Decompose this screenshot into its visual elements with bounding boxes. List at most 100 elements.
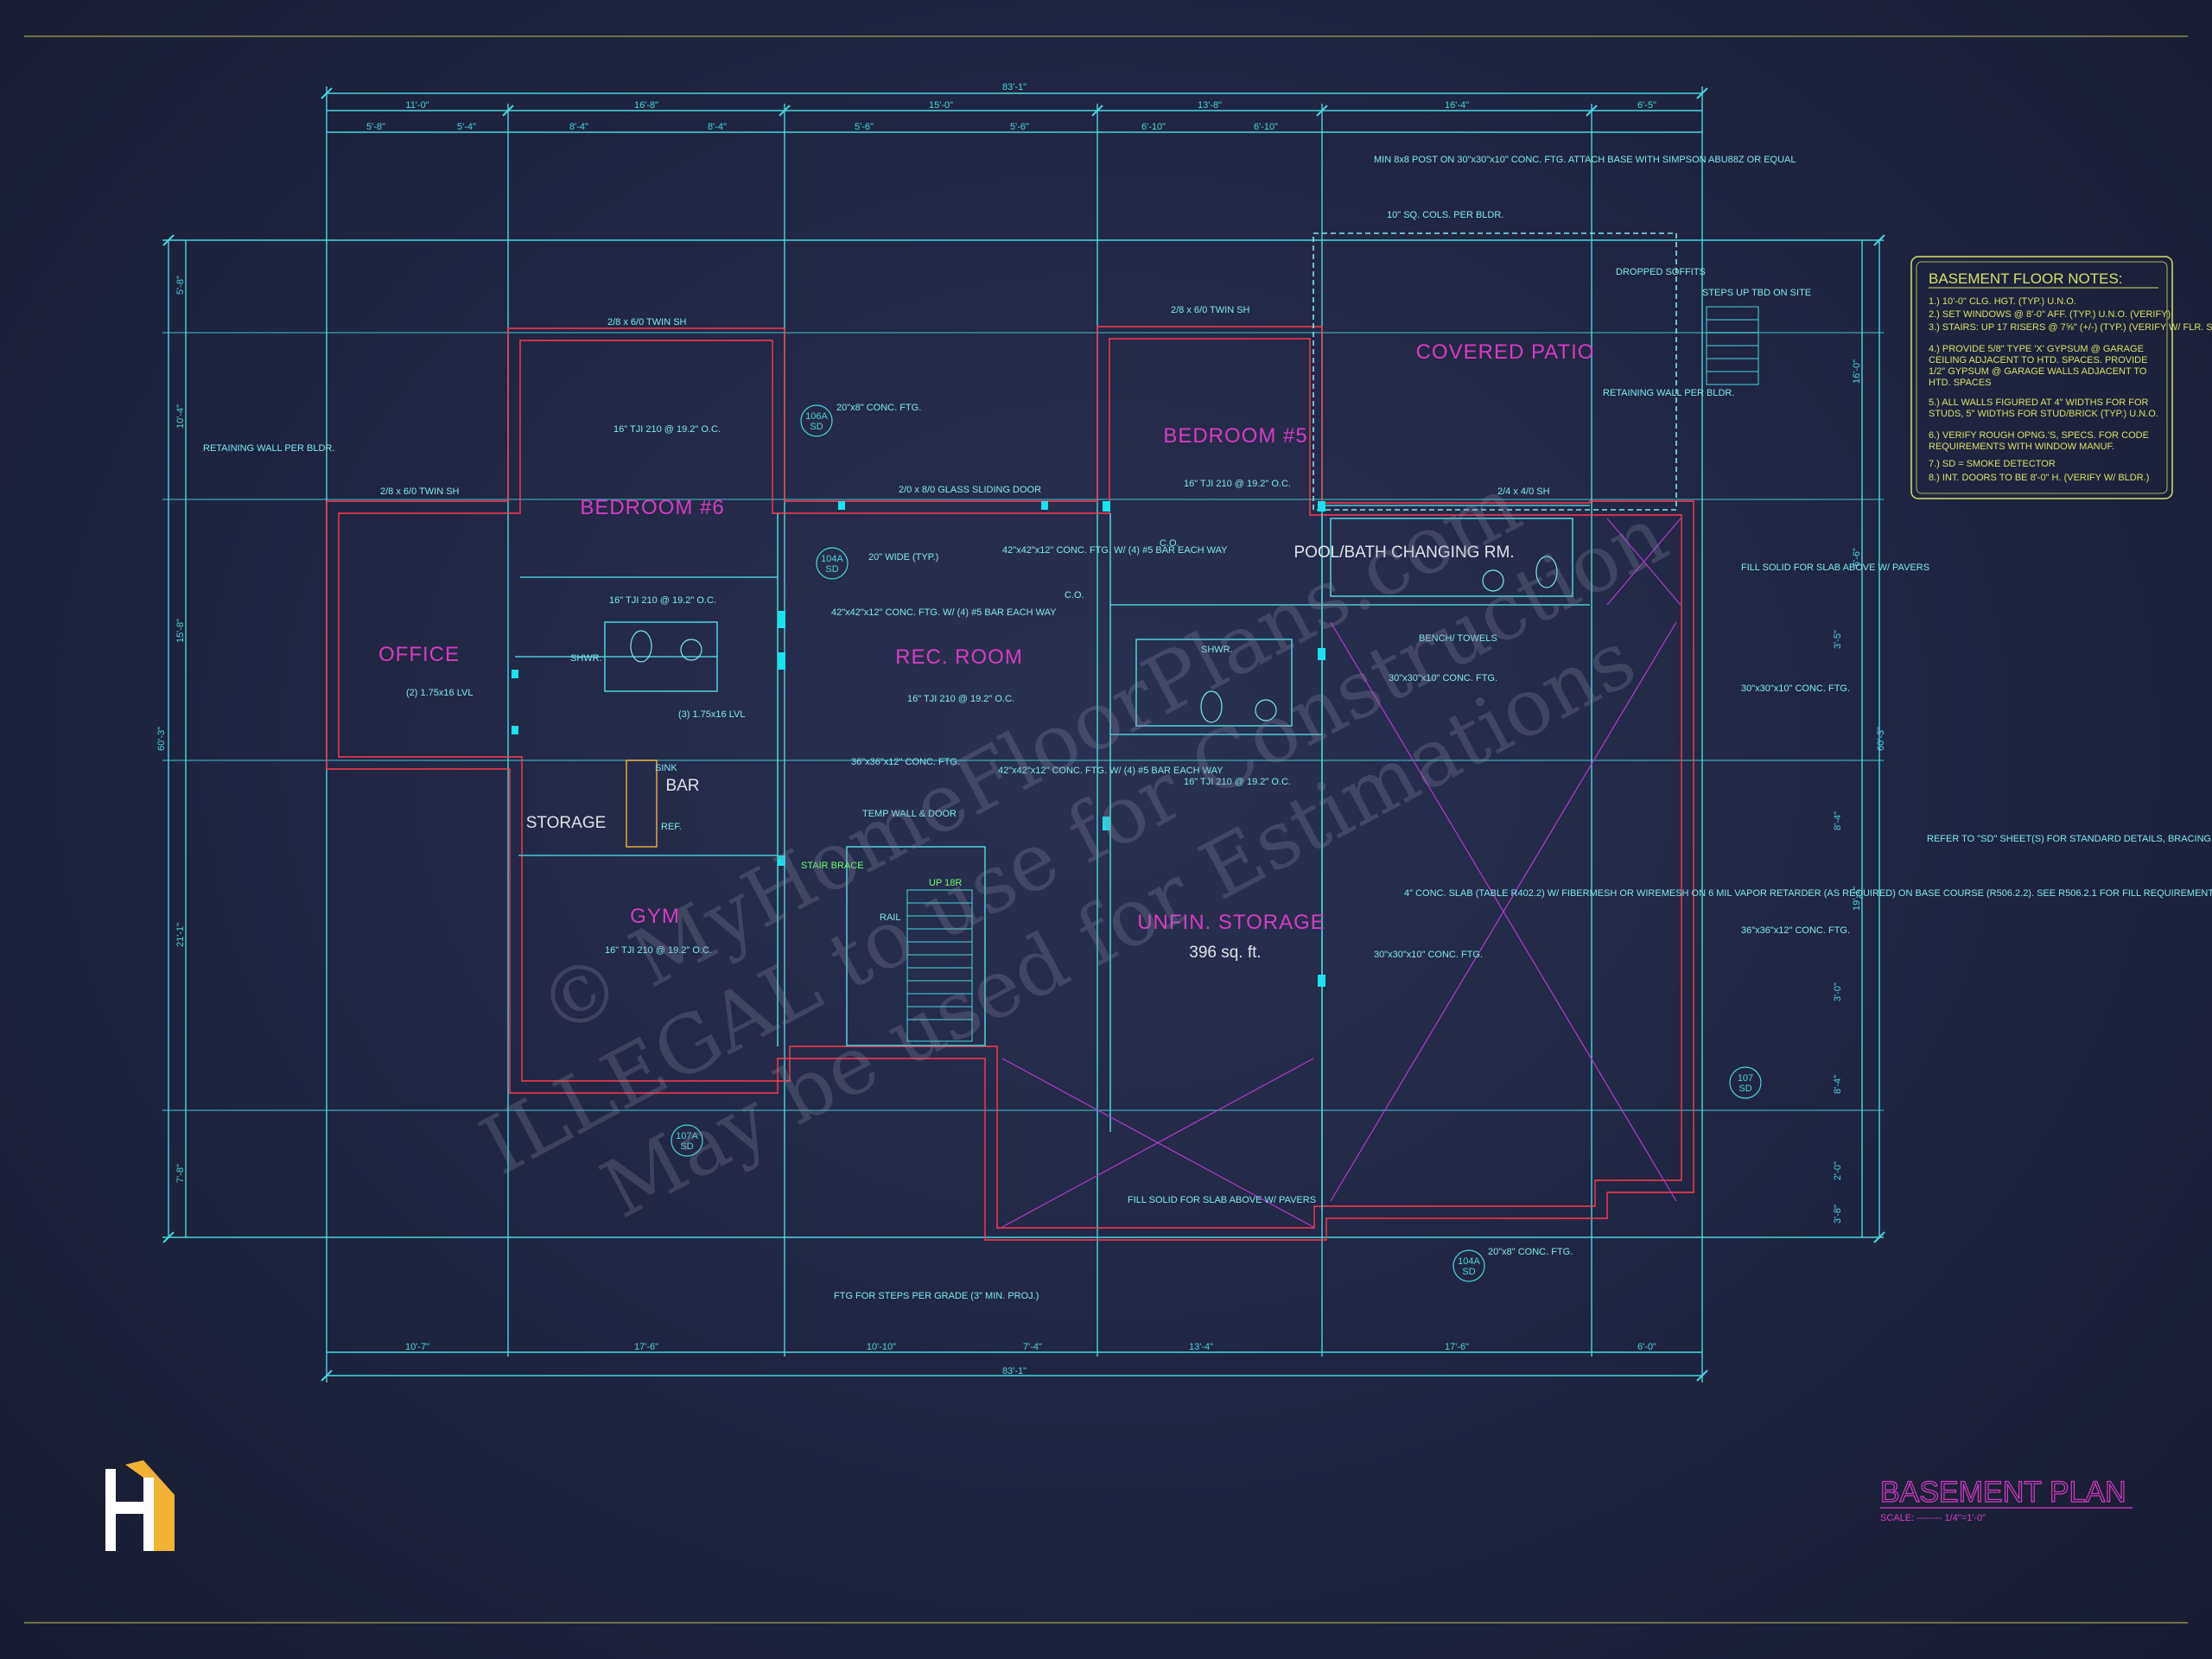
right-dim: 8'-4" bbox=[1833, 811, 1843, 830]
top-dim-2: 8'-4" bbox=[708, 122, 727, 132]
room-gym: GYM bbox=[630, 905, 680, 928]
fill-bottom-note: FILL SOLID FOR SLAB ABOVE W/ PAVERS bbox=[1128, 1195, 1316, 1205]
top-dim-2: 6'-10" bbox=[1254, 122, 1278, 132]
top-dim-2: 8'-4" bbox=[569, 122, 588, 132]
note-item-6-wrap: 6.) VERIFY ROUGH OPNG.'S, SPECS. FOR COD… bbox=[1929, 430, 2149, 452]
detail-tag: 104A bbox=[1458, 1256, 1480, 1267]
footing-label: 30"x30"x10" CONC. FTG. bbox=[1374, 950, 1483, 960]
footing-label: 20"x8" CONC. FTG. bbox=[1488, 1247, 1573, 1257]
window-label: 2/8 x 6/0 TWIN SH bbox=[380, 486, 460, 497]
note-item: 8.) INT. DOORS TO BE 8'-0" H. (VERIFY W/… bbox=[1929, 473, 2149, 483]
top-dim-2: 5'-4" bbox=[457, 122, 476, 132]
top-dim: 16'-8" bbox=[634, 100, 658, 111]
window-label: 2/8 x 6/0 TWIN SH bbox=[1171, 305, 1250, 315]
rail-label: RAIL bbox=[880, 912, 900, 923]
room-covered-patio: COVERED PATIO bbox=[1416, 340, 1595, 364]
cleanout-label: C.O. bbox=[1160, 538, 1179, 549]
bottom-dim: 17'-6" bbox=[1445, 1342, 1469, 1352]
right-dim: 3'-5" bbox=[1833, 630, 1843, 649]
shower-label: SHWR. bbox=[570, 653, 602, 664]
top-dim-2: 6'-10" bbox=[1141, 122, 1166, 132]
house-logo-icon bbox=[105, 1460, 175, 1551]
bottom-dim: 6'-0" bbox=[1637, 1342, 1656, 1352]
stair-brace-label: STAIR BRACE bbox=[801, 861, 864, 871]
beam-label: (3) 1.75x16 LVL bbox=[678, 709, 745, 720]
soffits-note: DROPPED SOFFITS bbox=[1616, 267, 1706, 277]
stair-treads bbox=[906, 306, 1759, 1042]
detail-tag-sheet: SD bbox=[810, 422, 823, 432]
joist-label: 16" TJI 210 @ 19.2" O.C. bbox=[907, 694, 1014, 704]
notes-list: 1.) 10'-0" CLG. HGT. (TYP.) U.N.O. 2.) S… bbox=[1929, 296, 2212, 483]
dimension-ticks bbox=[162, 87, 1885, 1382]
temp-wall-label: TEMP WALL & DOOR bbox=[862, 809, 957, 819]
bench-label: BENCH/ TOWELS bbox=[1419, 633, 1497, 644]
left-dim: 10'-4" bbox=[175, 404, 186, 429]
slab-note: 4" CONC. SLAB (TABLE R402.2) W/ FIBERMES… bbox=[1404, 888, 2212, 899]
right-dimension-labels: 60'-3" 16'-0" 6'-6" 3'-5" 8'-4" 19'-1" 3… bbox=[1833, 359, 1886, 1224]
column-markers bbox=[512, 501, 1325, 987]
footing-label: 36"x36"x12" CONC. FTG. bbox=[851, 757, 960, 767]
right-dim: 16'-0" bbox=[1852, 359, 1862, 384]
top-dim: 6'-5" bbox=[1637, 100, 1656, 111]
wide-label: 20" WIDE (TYP.) bbox=[868, 552, 938, 563]
notes-title: BASEMENT FLOOR NOTES: bbox=[1929, 270, 2123, 287]
room-unfinished-storage: UNFIN. STORAGE bbox=[1137, 911, 1325, 934]
sheet-scale: SCALE: -------- 1/4"=1'-0" bbox=[1880, 1513, 1986, 1523]
bottom-dim: 17'-6" bbox=[634, 1342, 658, 1352]
bottom-dim: 10'-10" bbox=[867, 1342, 896, 1352]
note-item: 5.) ALL WALLS FIGURED AT 4" WIDTHS FOR F… bbox=[1929, 397, 2158, 419]
room-bedroom-5: BEDROOM #5 bbox=[1163, 424, 1307, 448]
overall-bottom-dim: 83'-1" bbox=[1002, 1366, 1027, 1376]
dimension-lines bbox=[162, 86, 1884, 1382]
detail-tag-sheet: SD bbox=[1462, 1267, 1475, 1277]
ftg-steps-note: FTG FOR STEPS PER GRADE (3" MIN. PROJ.) bbox=[834, 1291, 1039, 1301]
note-item: 4.) PROVIDE 5/8" TYPE 'X' GYPSUM @ GARAG… bbox=[1929, 344, 2148, 388]
detail-tag-labels: 106A SD 104A SD 107A SD 104A SD 107 SD bbox=[676, 411, 1753, 1277]
window-label: 2/4 x 4/0 SH bbox=[1497, 486, 1550, 497]
bar-counter bbox=[626, 760, 658, 848]
detail-tag-sheet: SD bbox=[1738, 1084, 1751, 1094]
note-item: 3.) STAIRS: UP 17 RISERS @ 7⅝" (+/-) (TY… bbox=[1929, 322, 2212, 333]
room-pool-bath: POOL/BATH CHANGING RM. bbox=[1294, 543, 1514, 562]
joist-label: 16" TJI 210 @ 19.2" O.C. bbox=[609, 595, 716, 606]
note-item-4-wrap: 4.) PROVIDE 5/8" TYPE 'X' GYPSUM @ GARAG… bbox=[1929, 344, 2148, 388]
room-storage: STORAGE bbox=[526, 814, 607, 832]
retaining-wall-right-note: RETAINING WALL PER BLDR. bbox=[1603, 388, 1734, 398]
sheet-title: BASEMENT PLAN bbox=[1880, 1476, 2126, 1509]
right-dim: 6'-6" bbox=[1852, 548, 1862, 567]
joist-label: 16" TJI 210 @ 19.2" O.C. bbox=[1184, 479, 1291, 489]
footing-label: 30"x30"x10" CONC. FTG. bbox=[1741, 683, 1850, 694]
detail-tag-sheet: SD bbox=[825, 564, 838, 575]
plumbing-fixtures bbox=[630, 556, 1558, 723]
room-bar: BAR bbox=[665, 777, 699, 795]
joist-label: 16" TJI 210 @ 19.2" O.C. bbox=[605, 945, 712, 956]
top-dim-2: 5'-8" bbox=[366, 122, 385, 132]
detail-tag: 106A bbox=[805, 411, 828, 422]
bottom-dimension-labels: 10'-7" 17'-6" 10'-10" 7'-4" 13'-4" 17'-6… bbox=[405, 1342, 1656, 1376]
top-dim: 13'-8" bbox=[1198, 100, 1222, 111]
detail-tag: 104A bbox=[821, 554, 843, 564]
overall-left-dim: 60'-3" bbox=[156, 727, 167, 751]
detail-tag: 107 bbox=[1738, 1073, 1753, 1084]
top-dim: 16'-4" bbox=[1445, 100, 1469, 111]
top-dim-2: 5'-6" bbox=[855, 122, 874, 132]
room-office: OFFICE bbox=[378, 643, 460, 666]
top-dim: 15'-0" bbox=[929, 100, 953, 111]
left-dim: 15'-8" bbox=[175, 619, 186, 643]
steps-note: STEPS UP TBD ON SITE bbox=[1702, 288, 1811, 298]
footing-label: 42"x42"x12" CONC. FTG. W/ (4) #5 BAR EAC… bbox=[1002, 545, 1228, 556]
beam-label: (2) 1.75x16 LVL bbox=[406, 688, 473, 698]
post-note: MIN 8x8 POST ON 30"x30"x10" CONC. FTG. A… bbox=[1374, 155, 1796, 165]
right-dim: 8'-4" bbox=[1833, 1075, 1843, 1094]
note-item-5-wrap: 5.) ALL WALLS FIGURED AT 4" WIDTHS FOR F… bbox=[1929, 397, 2158, 419]
detail-tag: 107A bbox=[676, 1131, 698, 1141]
bottom-dim: 7'-4" bbox=[1023, 1342, 1042, 1352]
joist-label: 16" TJI 210 @ 19.2" O.C. bbox=[1184, 777, 1291, 787]
fill-right-note: FILL SOLID FOR SLAB ABOVE W/ PAVERS bbox=[1741, 563, 1929, 573]
footing-label: 36"x36"x12" CONC. FTG. bbox=[1741, 925, 1850, 936]
ref-label: REF. bbox=[661, 822, 682, 832]
top-dim: 11'-0" bbox=[405, 100, 429, 111]
cleanout-label: C.O. bbox=[1065, 590, 1084, 601]
